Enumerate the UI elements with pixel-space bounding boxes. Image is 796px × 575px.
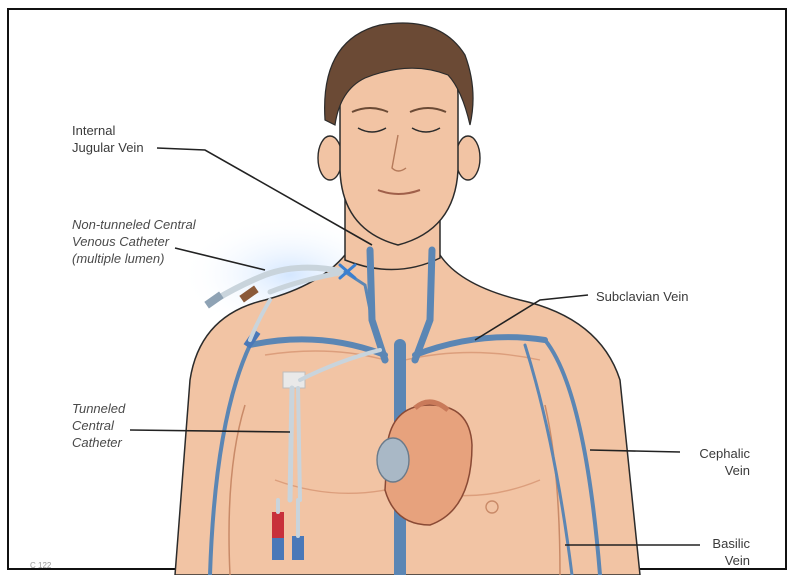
label-internal-jugular-vein: Internal Jugular Vein: [72, 122, 144, 156]
ear-right: [456, 136, 480, 180]
clamp-blue-left: [272, 538, 284, 560]
figure-code: C 122: [30, 561, 51, 570]
ear-left: [318, 136, 342, 180]
label-basilic-vein: Basilic Vein: [690, 535, 750, 569]
label-subclavian-vein: Subclavian Vein: [596, 288, 689, 305]
right-atrium: [377, 438, 409, 482]
tunneled-line: [290, 388, 292, 500]
clamp-blue-right: [292, 536, 304, 560]
tunneled-line-2: [298, 388, 300, 500]
label-non-tunneled-catheter: Non-tunneled Central Venous Catheter (mu…: [72, 216, 196, 267]
clamp-red: [272, 512, 284, 538]
label-tunneled-catheter: Tunneled Central Catheter: [72, 400, 125, 451]
label-cephalic-vein: Cephalic Vein: [690, 445, 750, 479]
